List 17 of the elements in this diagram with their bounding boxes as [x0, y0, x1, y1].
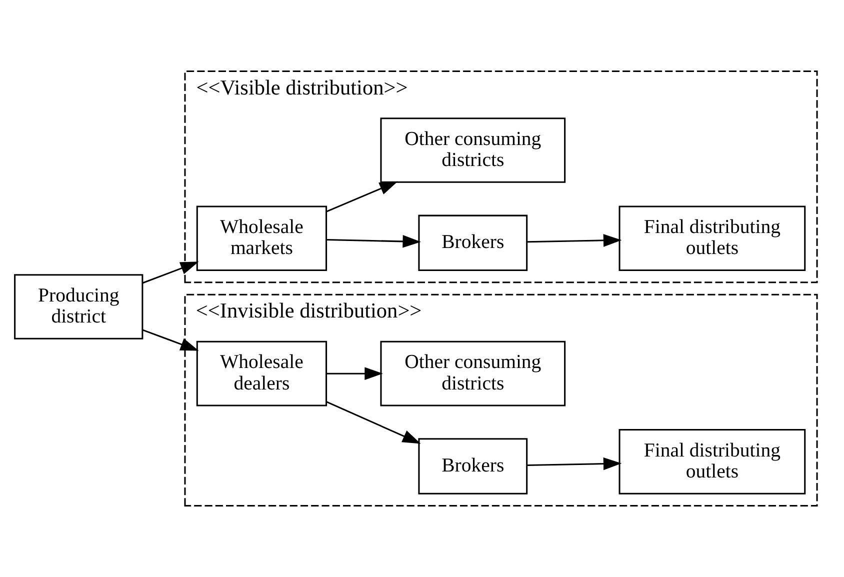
node-box: Brokers [418, 438, 528, 494]
node-box: Wholesale markets [196, 206, 328, 272]
node-box: Producing district [14, 274, 144, 340]
node-box: Wholesale dealers [196, 340, 328, 406]
arrow [326, 401, 421, 444]
node-box: Final distributing outlets [618, 206, 806, 272]
arrow [326, 367, 383, 380]
node-box: Other consuming districts [380, 118, 566, 183]
arrow [326, 235, 421, 248]
arrow [526, 457, 622, 470]
node-box: Other consuming districts [380, 340, 566, 406]
arrow [326, 181, 398, 212]
arrow [142, 262, 199, 284]
arrow [142, 329, 199, 351]
node-box: Brokers [418, 214, 528, 272]
node-box: Final distributing outlets [618, 429, 806, 494]
arrow [526, 234, 622, 247]
